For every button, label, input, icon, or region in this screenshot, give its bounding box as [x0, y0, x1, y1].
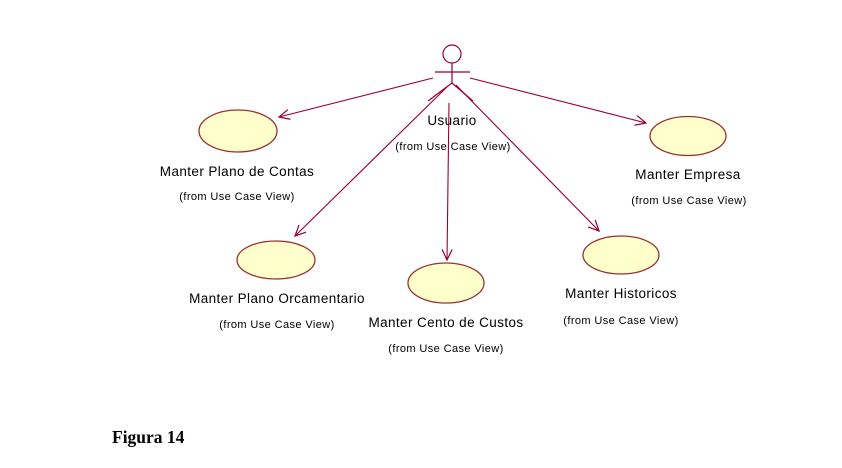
usecase-name: Manter Plano Orcamentario	[189, 291, 365, 306]
association-arrow-manter-cento-de-custos	[441, 102, 453, 262]
actor-usuario: Usuario (from Use Case View)	[395, 44, 510, 153]
usecase-name: Manter Plano de Contas	[160, 164, 314, 179]
actor-stereotype: (from Use Case View)	[395, 141, 510, 153]
usecase-stereotype: (from Use Case View)	[563, 315, 678, 327]
actor-name: Usuario	[427, 113, 476, 128]
usecase-stereotype: (from Use Case View)	[631, 195, 746, 207]
usecase-manter-empresa: Manter Empresa (from Use Case View)	[631, 115, 746, 207]
usecase-stereotype: (from Use Case View)	[219, 319, 334, 331]
usecase-stereotype: (from Use Case View)	[388, 343, 503, 355]
figure-caption: Figura 14	[112, 427, 185, 447]
usecase-ellipse	[198, 109, 278, 153]
usecase-name: Manter Cento de Custos	[368, 315, 523, 330]
usecase-ellipse	[649, 115, 727, 157]
usecase-ellipse	[236, 240, 316, 280]
usecase-manter-plano-orcamentario: Manter Plano Orcamentario (from Use Case…	[189, 240, 365, 331]
usecase-manter-cento-de-custos: Manter Cento de Custos (from Use Case Vi…	[368, 262, 523, 355]
usecase-ellipse	[407, 262, 485, 304]
association-arrow-manter-historicos	[455, 84, 600, 232]
association-arrow-manter-plano-de-contas	[277, 77, 434, 120]
actor-left-leg	[427, 82, 453, 102]
usecase-name: Manter Historicos	[565, 286, 677, 301]
association-arrow-manter-empresa	[469, 77, 648, 126]
usecase-ellipse	[582, 235, 660, 275]
usecase-name: Manter Empresa	[635, 167, 740, 182]
association-arrow-manter-plano-orcamentario	[294, 85, 449, 237]
usecase-stereotype: (from Use Case View)	[179, 191, 294, 203]
usecase-manter-plano-de-contas: Manter Plano de Contas (from Use Case Vi…	[160, 109, 314, 203]
actor-right-leg	[451, 82, 474, 102]
usecase-manter-historicos: Manter Historicos (from Use Case View)	[563, 235, 678, 327]
actor-head	[442, 44, 462, 64]
